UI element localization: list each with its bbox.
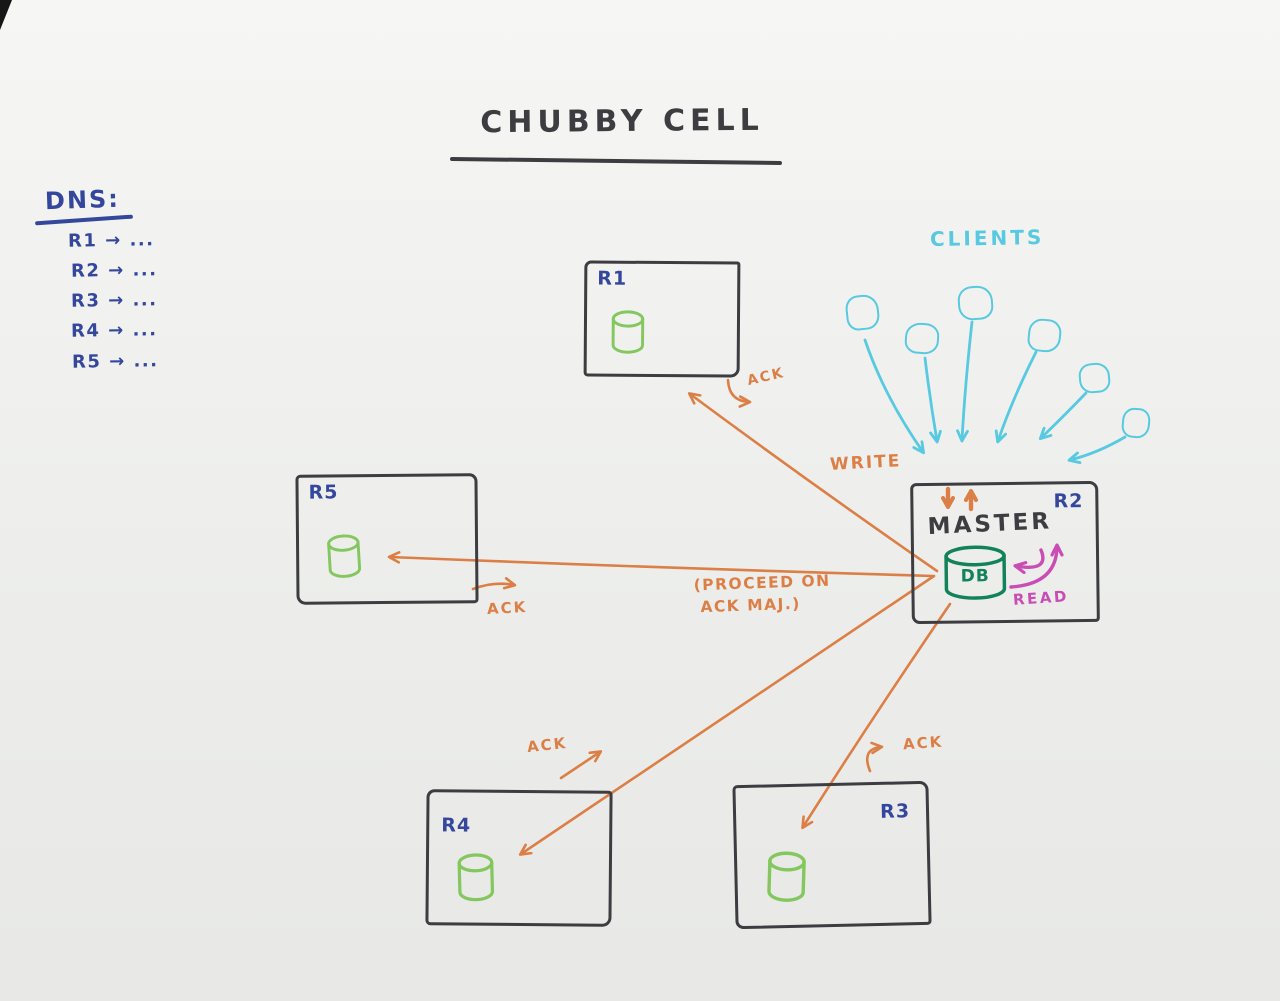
client-arrow-5 (1038, 391, 1088, 441)
clients-label: CLIENTS (929, 225, 1045, 251)
master-label: MASTER (927, 508, 1053, 541)
node-r4-label: R4 (441, 814, 472, 837)
ack-label-r3: ACK (902, 732, 944, 754)
dns-entry-r3: R3 → ... (70, 289, 158, 312)
node-r4: R4 (425, 789, 613, 927)
ack-label-r1: ACK (745, 364, 787, 390)
ack-arrow-r5 (471, 577, 517, 591)
client-arrow-1 (863, 338, 925, 455)
ack-label-r4: ACK (526, 733, 569, 757)
scan-edge-artifact (0, 0, 12, 30)
dns-entry-r5: R5 → ... (71, 350, 159, 373)
node-r2-label: R2 (1053, 490, 1084, 513)
client-arrow-4 (994, 350, 1038, 444)
node-r2-master: R2 MASTER DB (910, 480, 1100, 625)
node-r1-label: R1 (597, 267, 628, 290)
node-r3-label: R3 (879, 800, 911, 823)
dns-entry-r4: R4 → ... (70, 319, 158, 342)
database-icon (767, 851, 806, 902)
dns-entry-r1: R1 → ... (67, 229, 155, 252)
ack-arrow-r3 (866, 741, 884, 773)
ack-arrow-r1 (726, 378, 752, 408)
ack-label-r5: ACK (486, 597, 528, 619)
client-icon (1120, 406, 1152, 440)
client-icon (903, 321, 941, 356)
client-icon (1077, 361, 1112, 395)
ack-arrow-r4 (559, 750, 603, 780)
client-arrow-2 (923, 356, 942, 444)
client-icon (844, 293, 881, 332)
arrow-master-to-r1 (687, 392, 939, 573)
dns-underline (34, 214, 134, 225)
node-r5: R5 (295, 473, 479, 605)
master-db-label: DB (960, 566, 990, 587)
proceed-on-ack-majority-note: (PROCEED ON ACK MAJ.) (693, 570, 832, 620)
diagram-title: CHUBBY CELL (480, 102, 764, 141)
node-r5-label: R5 (308, 481, 339, 504)
client-arrow-6 (1067, 435, 1127, 465)
database-icon (457, 853, 495, 902)
title-underline (449, 156, 783, 166)
client-icon (1026, 317, 1063, 354)
client-arrow-3 (956, 320, 974, 443)
node-r1: R1 (583, 260, 741, 378)
client-icon (956, 284, 995, 322)
dns-heading: DNS: (44, 184, 121, 216)
write-label: WRITE (829, 451, 902, 475)
dns-entry-r2: R2 → ... (70, 259, 158, 282)
database-icon (944, 545, 1007, 600)
database-icon (327, 534, 362, 578)
proceed-note-line2: ACK MAJ.) (700, 595, 802, 617)
database-icon (611, 310, 645, 354)
node-r3: R3 (732, 780, 932, 930)
